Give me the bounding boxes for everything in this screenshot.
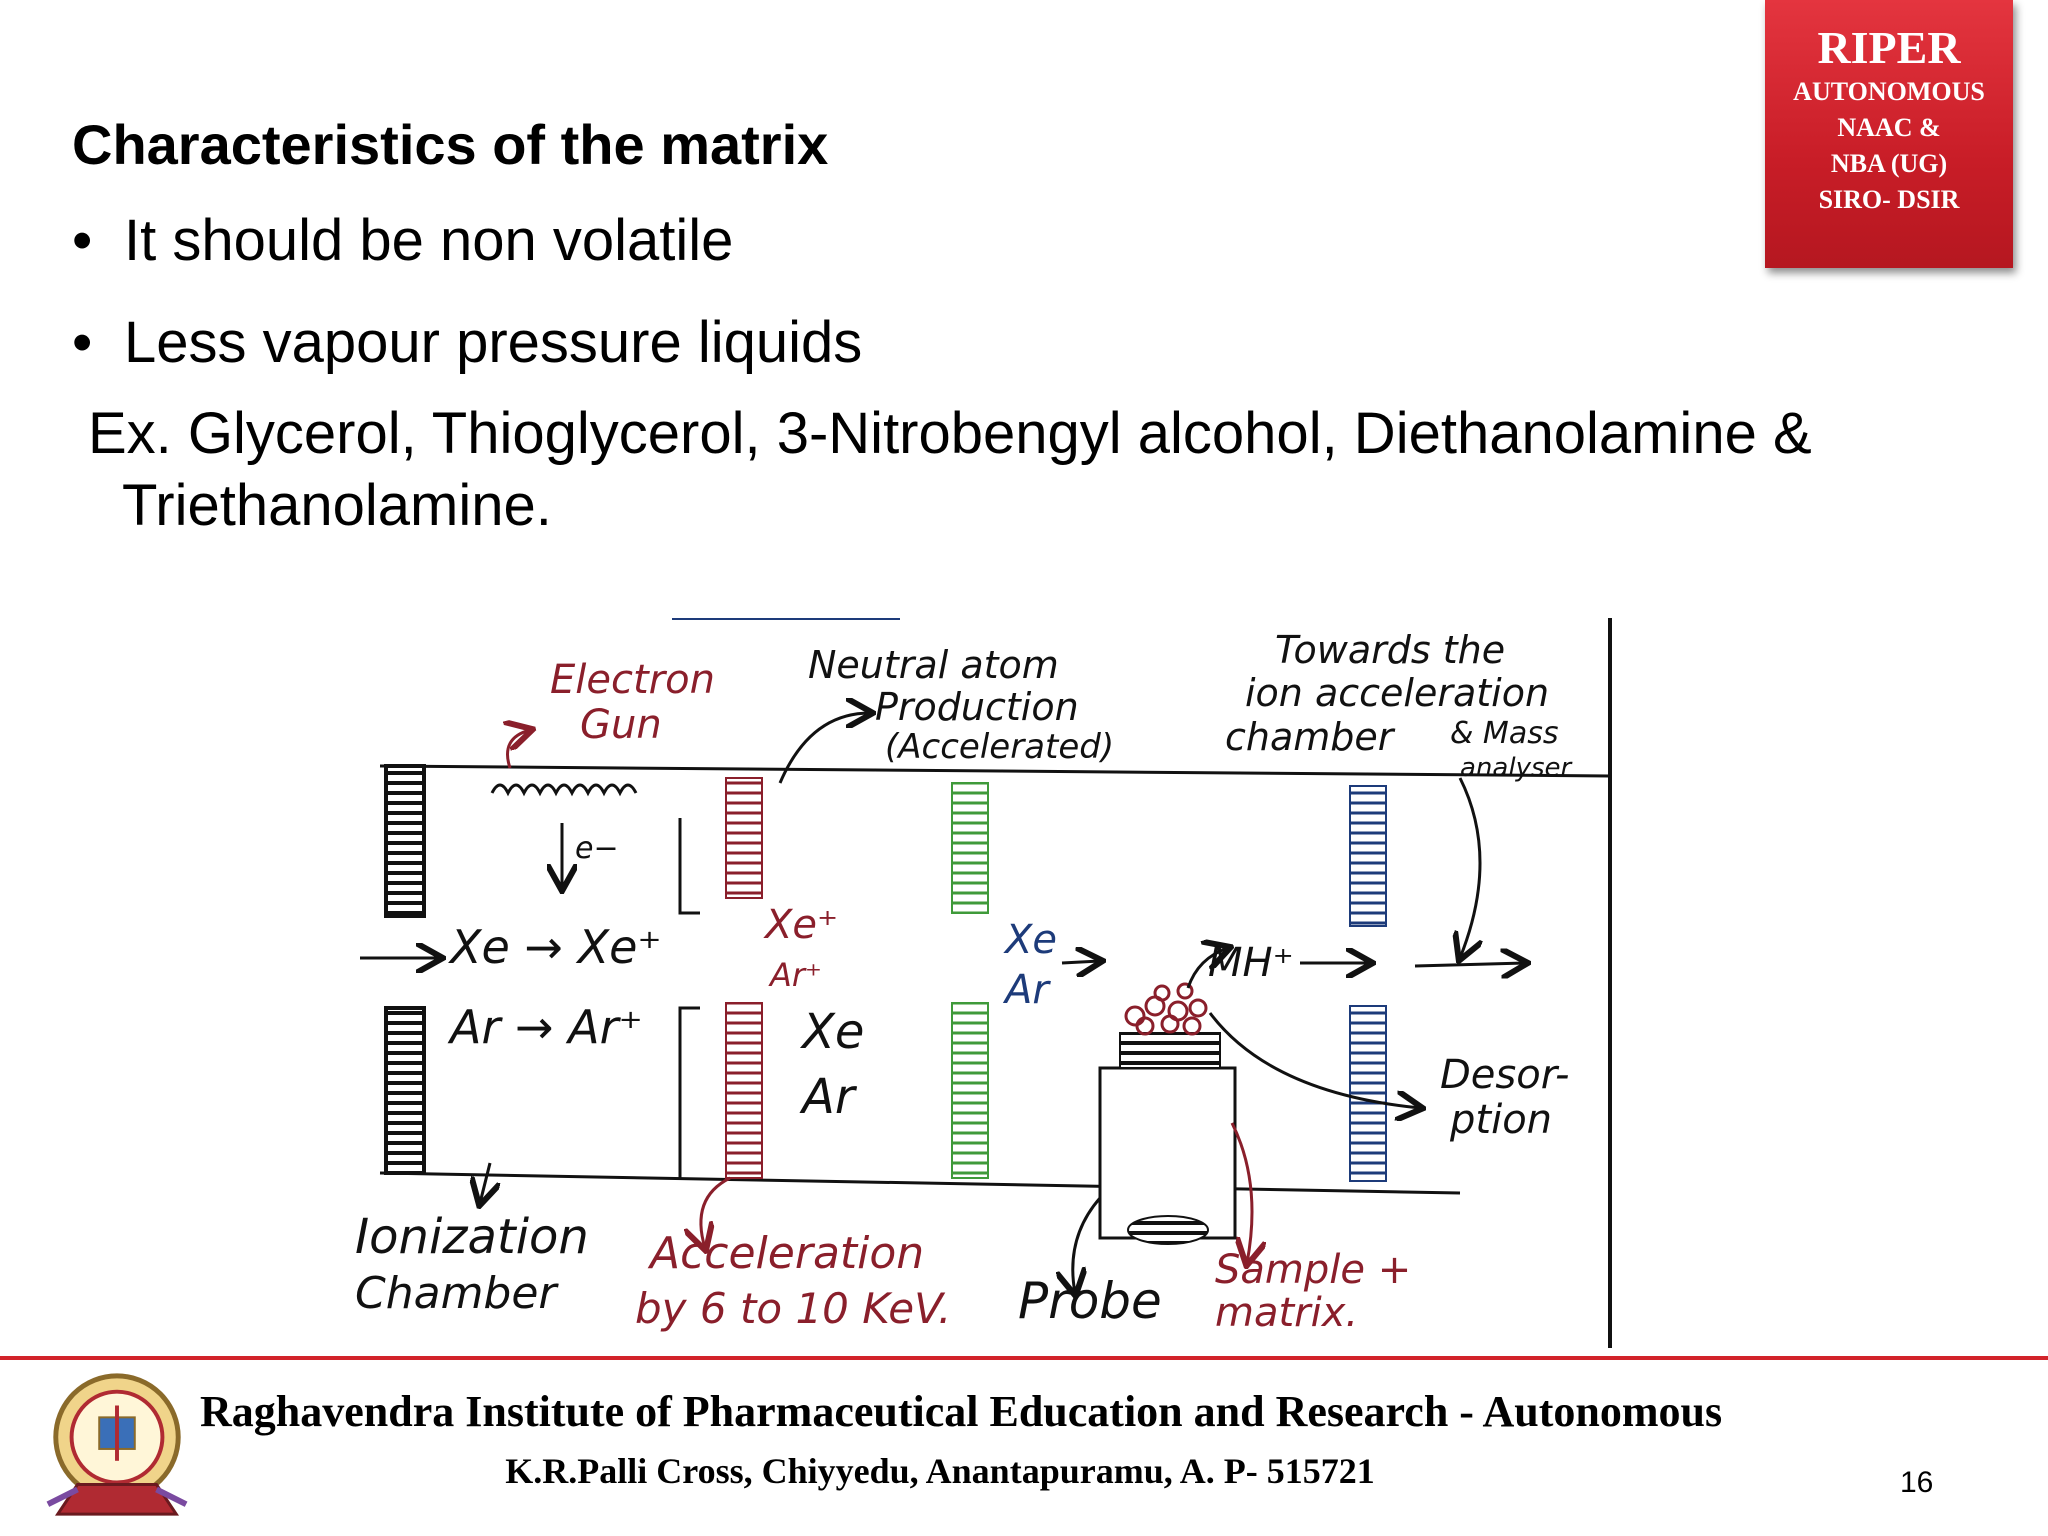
label-towards-3: chamber xyxy=(1225,715,1396,759)
example-line-1: Ex. Glycerol, Thioglycerol, 3-Nitrobengy… xyxy=(88,401,1812,466)
fab-ion-source-diagram: Electron Gun Neutral atom Production (Ac… xyxy=(340,616,1620,1348)
tube-top-line xyxy=(379,764,1611,778)
label-xe-ionization: Xe → Xe⁺ xyxy=(448,920,662,974)
label-sample-2: matrix. xyxy=(1215,1290,1358,1336)
exit-plate-top xyxy=(1349,785,1387,927)
label-ar-neutral: Ar xyxy=(1002,967,1051,1013)
label-acceleration-1: Acceleration xyxy=(647,1228,924,1279)
label-desorption-1: Desor- xyxy=(1440,1052,1569,1098)
bullet-text: Less vapour pressure liquids xyxy=(124,310,863,375)
slide-content: Characteristics of the matrix • It shoul… xyxy=(72,100,1972,542)
label-neutral-1: Neutral atom xyxy=(808,643,1059,687)
label-neutral-2: Production xyxy=(875,685,1079,729)
label-sample-1: Sample + xyxy=(1215,1247,1411,1293)
label-electron-gun-1: Electron xyxy=(550,657,715,703)
acceleration-plate-bottom xyxy=(725,1002,763,1179)
label-ionization-1: Ionization xyxy=(355,1209,589,1265)
acceleration-plate-top xyxy=(725,777,763,899)
electron-gun-coil-icon xyxy=(490,783,638,797)
bullet-dot-icon: • xyxy=(72,208,93,273)
footer-institution: Raghavendra Institute of Pharmaceutical … xyxy=(200,1387,1723,1436)
diagram-svg: Electron Gun Neutral atom Production (Ac… xyxy=(355,616,1612,1348)
exit-plate-bottom xyxy=(1349,1005,1387,1182)
ionization-electrode-bottom xyxy=(384,1006,426,1175)
label-electron: e− xyxy=(575,831,619,866)
label-xe-neutral: Xe xyxy=(1003,917,1057,963)
bullet-item: • It should be non volatile xyxy=(72,190,1972,292)
slide-heading: Characteristics of the matrix xyxy=(72,113,829,176)
bullet-item: • Less vapour pressure liquids xyxy=(72,292,1972,394)
badge-line-siro: SIRO- DSIR xyxy=(1818,185,1960,214)
example-line-2: Triethanolamine. xyxy=(122,473,552,538)
label-acceleration-2: by 6 to 10 KeV. xyxy=(635,1284,951,1333)
label-towards-1: Towards the xyxy=(1275,628,1505,672)
example-text: Ex. Glycerol, Thioglycerol, 3-Nitrobengy… xyxy=(72,398,1972,542)
sample-matrix-blob xyxy=(1124,982,1208,1036)
badge-line-autonomous: AUTONOMOUS xyxy=(1793,77,1985,106)
riper-badge: RIPER AUTONOMOUS NAAC & NBA (UG) SIRO- D… xyxy=(1765,0,2013,268)
footer-address: K.R.Palli Cross, Chiyyedu, Anantapuramu,… xyxy=(505,1451,1375,1491)
bullet-text: It should be non volatile xyxy=(124,208,734,273)
label-ionization-2: Chamber xyxy=(355,1268,559,1319)
bullet-dot-icon: • xyxy=(72,310,93,375)
badge-line-nba: NBA (UG) xyxy=(1830,149,1948,178)
label-ar-chamber: Ar xyxy=(799,1069,858,1125)
probe-icon xyxy=(1098,1066,1237,1240)
label-neutral-3: (Accelerated) xyxy=(885,727,1114,767)
label-ar-accelerated: Ar⁺ xyxy=(768,956,822,994)
tube-bottom-line xyxy=(379,1171,1461,1195)
badge-line-naac: NAAC & xyxy=(1837,113,1941,142)
label-ar-ionization: Ar → Ar⁺ xyxy=(447,1000,643,1054)
footer-divider xyxy=(0,1356,2048,1360)
label-mh-ion: MH⁺ xyxy=(1208,940,1294,986)
ionization-electrode-top xyxy=(384,764,426,918)
neutralizer-plate-top xyxy=(951,782,989,914)
label-desorption-2: ption xyxy=(1449,1097,1552,1143)
page-number: 16 xyxy=(1900,1466,1934,1499)
label-towards-2: ion acceleration xyxy=(1245,671,1549,715)
label-towards-4: & Mass xyxy=(1450,716,1558,751)
institute-logo-icon xyxy=(46,1373,188,1516)
label-electron-gun-2: Gun xyxy=(580,702,662,748)
label-xe-chamber: Xe xyxy=(799,1004,864,1060)
label-towards-5: analyser xyxy=(1460,753,1573,783)
neutralizer-plate-bottom xyxy=(951,1002,989,1179)
label-xe-accelerated: Xe⁺ xyxy=(763,902,838,948)
label-probe: Probe xyxy=(1018,1272,1162,1330)
badge-title: RIPER xyxy=(1817,22,1961,73)
